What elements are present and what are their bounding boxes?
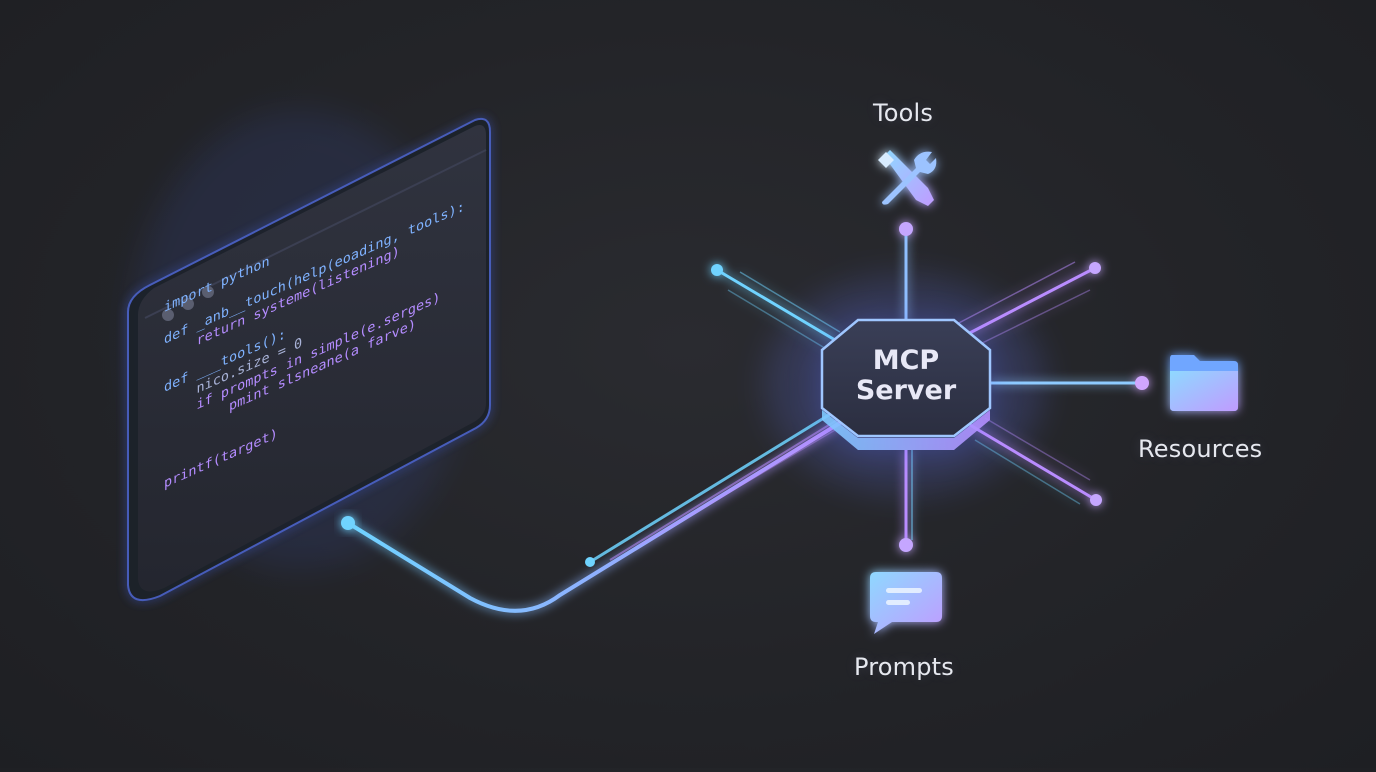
code-window (127, 117, 491, 602)
resources-connector-dot (1135, 376, 1149, 390)
folder-icon (1170, 355, 1238, 411)
chat-bubble-icon (870, 572, 942, 634)
client-connection (341, 403, 851, 613)
hub-label-line-2: Server (855, 375, 957, 406)
tools-label: Tools (873, 99, 934, 127)
mcp-server-label: MCP Server (826, 346, 986, 406)
prompts-connector-dot (899, 538, 913, 552)
window-dot-1 (162, 309, 174, 321)
prompts-label: Prompts (854, 653, 955, 681)
client-connector-dot (341, 516, 355, 530)
hub-label-line-1: MCP (872, 345, 940, 376)
tools-connector-dot (899, 222, 913, 236)
mcp-server-hub (820, 318, 992, 450)
wrench-screwdriver-icon (878, 150, 937, 206)
window-titlebar-divider (144, 149, 487, 319)
hub-spokes (639, 222, 1149, 552)
window-dot-2 (182, 298, 194, 310)
window-dot-3 (202, 286, 214, 298)
resources-label: Resources (1138, 435, 1263, 463)
